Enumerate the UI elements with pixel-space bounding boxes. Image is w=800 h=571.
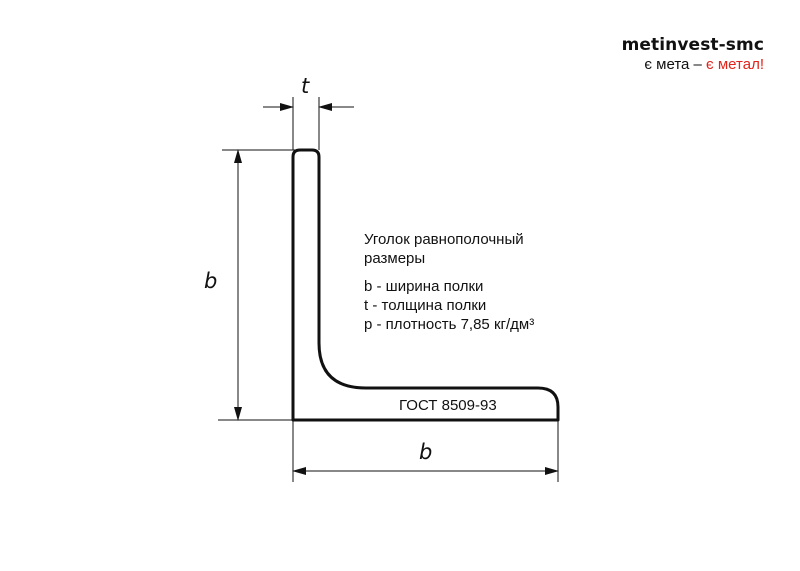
dimension-label-b-vertical: b xyxy=(204,269,218,293)
brand-tagline-accent: є метал! xyxy=(706,55,764,73)
standard-label: ГОСТ 8509-93 xyxy=(399,397,497,414)
spec-item-width: b - ширина полки xyxy=(364,278,484,295)
spec-item-density: p - плотность 7,85 кг/дм³ xyxy=(364,316,535,333)
brand-tagline: є мета – є метал! xyxy=(622,56,764,73)
spec-list: b - ширина полки t - толщина полки p - п… xyxy=(364,277,534,334)
brand-tagline-plain: є мета – xyxy=(644,55,707,73)
dimension-label-b-horizontal: b xyxy=(419,440,433,464)
description-title-line2: размеры xyxy=(364,250,426,267)
description-title-line1: Уголок равнополочный xyxy=(364,231,524,248)
spec-item-thickness: t - толщина полки xyxy=(364,297,487,314)
brand-block: metinvest-smc є мета – є метал! xyxy=(621,35,764,73)
dimension-label-t: t xyxy=(301,74,310,98)
profile-description: Уголок равнополочный размеры b - ширина … xyxy=(364,230,534,334)
brand-name: metinvest-smc xyxy=(621,35,764,55)
